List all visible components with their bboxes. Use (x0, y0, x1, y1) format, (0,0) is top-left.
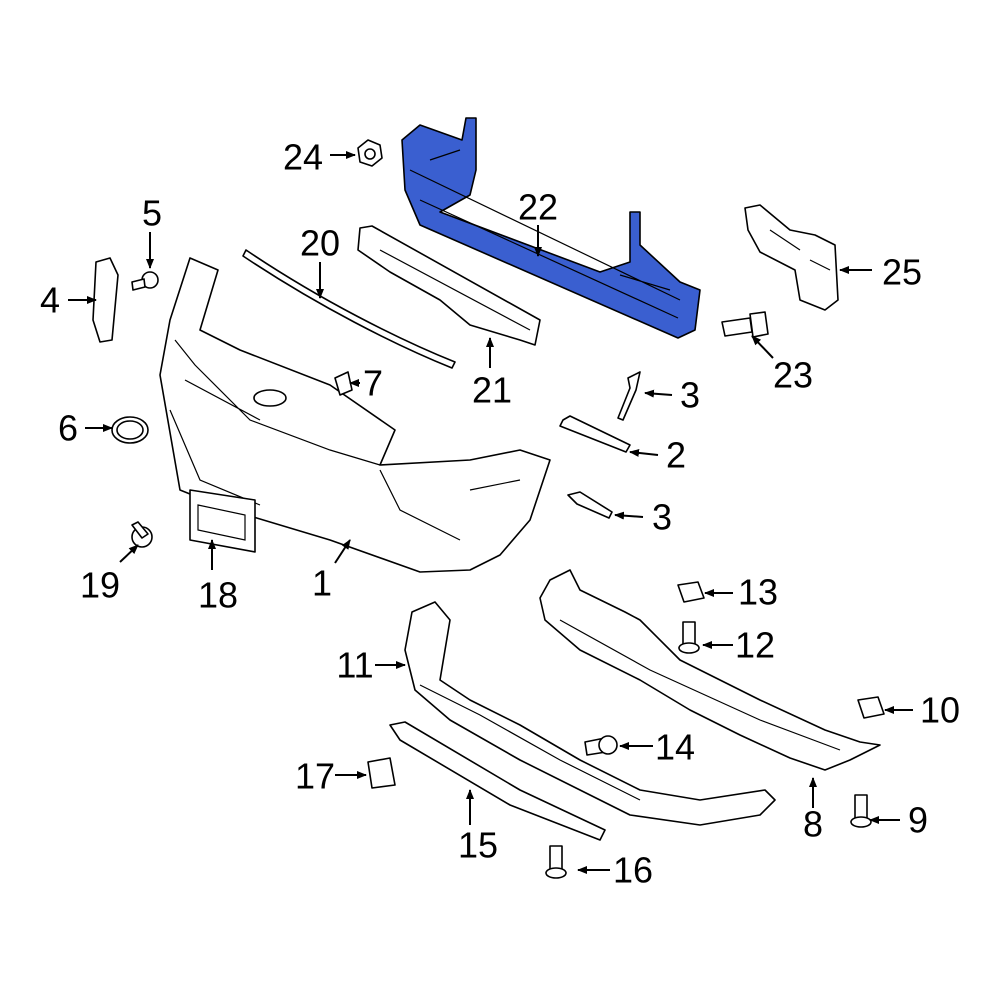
part-24-nut[interactable] (357, 139, 383, 167)
callout-23[interactable]: 23 (773, 355, 813, 396)
callout-18[interactable]: 18 (198, 575, 238, 616)
callout-6[interactable]: 6 (58, 408, 78, 449)
callout-12[interactable]: 12 (735, 625, 775, 666)
part-16-screw[interactable] (545, 845, 567, 879)
part-14-screw[interactable] (584, 735, 618, 756)
part-6-emblem-ring[interactable] (111, 416, 149, 444)
callout-9[interactable]: 9 (908, 800, 928, 841)
callout-5[interactable]: 5 (142, 193, 162, 234)
part-4-bracket[interactable] (92, 257, 119, 343)
part-12-screw[interactable] (678, 621, 700, 654)
part-3-rivet-upper[interactable] (617, 371, 641, 421)
part-3-rivet-lower[interactable] (567, 491, 613, 519)
part-25-bracket[interactable] (744, 204, 839, 311)
callout-4[interactable]: 4 (40, 280, 60, 321)
part-8-air-deflector[interactable] (539, 569, 881, 771)
part-17-cap[interactable] (367, 757, 396, 789)
part-11-lower-cover[interactable] (404, 601, 776, 826)
part-10-clip[interactable] (857, 696, 885, 719)
part-13-clip[interactable] (677, 581, 705, 603)
part-19-bolt[interactable] (131, 521, 153, 548)
callout-17[interactable]: 17 (295, 756, 335, 797)
callout-21[interactable]: 21 (472, 370, 512, 411)
callout-3-lower[interactable]: 3 (652, 497, 672, 538)
callout-19[interactable]: 19 (80, 565, 120, 606)
callout-8[interactable]: 8 (803, 804, 823, 845)
part-22-bumper-absorber[interactable] (401, 117, 701, 339)
callout-13[interactable]: 13 (738, 572, 778, 613)
part-1-bumper-cover[interactable] (159, 257, 551, 573)
part-21-reinforcement[interactable] (357, 225, 541, 346)
callout-1[interactable]: 1 (312, 563, 332, 604)
part-5-screw[interactable] (131, 271, 159, 291)
part-23-bolt[interactable] (721, 311, 769, 338)
callout-7[interactable]: 7 (363, 363, 383, 404)
callout-25[interactable]: 25 (882, 252, 922, 293)
callout-3-upper[interactable]: 3 (680, 375, 700, 416)
callout-15[interactable]: 15 (458, 825, 498, 866)
callout-14[interactable]: 14 (655, 727, 695, 768)
callout-10[interactable]: 10 (920, 690, 960, 731)
part-18-license-bracket[interactable] (189, 489, 256, 553)
part-15-lower-strip[interactable] (389, 721, 606, 841)
part-7-clip[interactable] (334, 371, 353, 396)
part-9-screw[interactable] (850, 794, 872, 828)
callout-11[interactable]: 11 (336, 645, 373, 686)
callout-2[interactable]: 2 (666, 435, 686, 476)
callout-24[interactable]: 24 (283, 137, 323, 178)
callout-arrows (68, 151, 913, 874)
callout-16[interactable]: 16 (613, 850, 653, 891)
part-2-bracket[interactable] (559, 415, 631, 453)
callout-22[interactable]: 22 (518, 187, 558, 228)
callout-20[interactable]: 20 (300, 223, 340, 264)
